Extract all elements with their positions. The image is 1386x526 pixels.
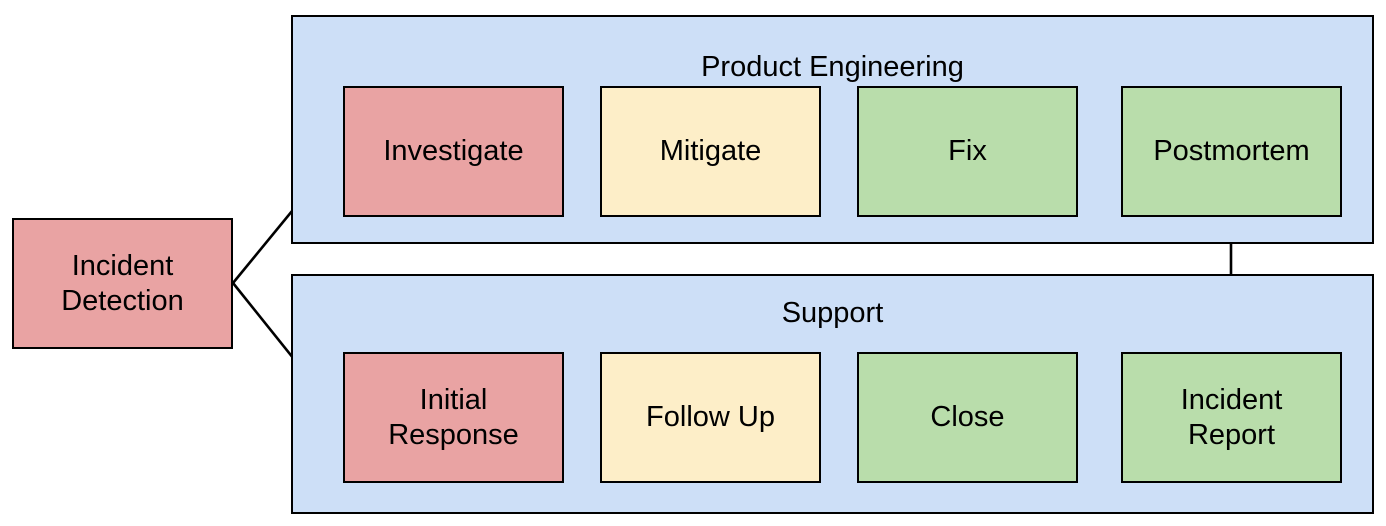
- node-incident-detection[interactable]: Incident Detection: [12, 218, 233, 349]
- node-close-label: Close: [930, 401, 1005, 433]
- node-incident-detection-label: Incident Detection: [61, 249, 184, 317]
- node-incident-report-label: Incident Report: [1180, 383, 1283, 451]
- node-investigate[interactable]: Investigate: [343, 86, 564, 217]
- node-initial-response[interactable]: Initial Response: [343, 352, 564, 483]
- group-product-engineering-label: Product Engineering: [701, 51, 964, 83]
- node-incident-report[interactable]: Incident Report: [1121, 352, 1342, 483]
- node-postmortem-label: Postmortem: [1153, 135, 1310, 167]
- node-fix[interactable]: Fix: [857, 86, 1078, 217]
- node-mitigate-label: Mitigate: [659, 135, 762, 167]
- node-follow-up-label: Follow Up: [646, 401, 775, 433]
- node-fix-label: Fix: [948, 135, 987, 167]
- node-initial-response-label: Initial Response: [388, 383, 519, 451]
- node-follow-up[interactable]: Follow Up: [600, 352, 821, 483]
- group-support-label: Support: [781, 297, 884, 329]
- node-postmortem[interactable]: Postmortem: [1121, 86, 1342, 217]
- node-mitigate[interactable]: Mitigate: [600, 86, 821, 217]
- node-close[interactable]: Close: [857, 352, 1078, 483]
- node-investigate-label: Investigate: [383, 135, 524, 167]
